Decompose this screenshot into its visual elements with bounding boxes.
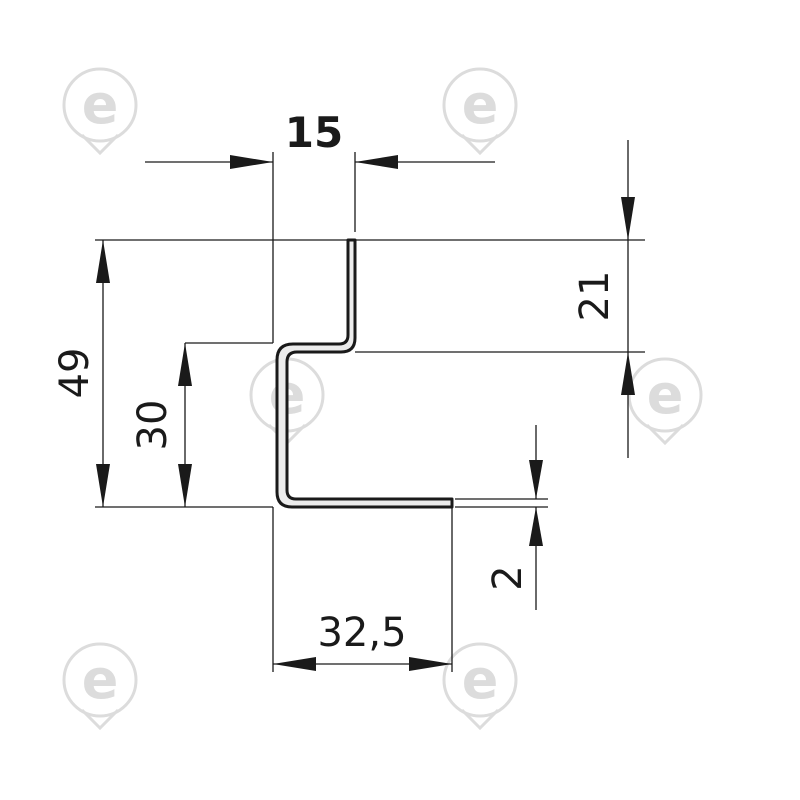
dimension-right-height: 21 (572, 140, 635, 458)
dimension-label-30: 30 (130, 400, 176, 451)
svg-text:e: e (462, 648, 499, 711)
dimension-label-32-5: 32,5 (317, 610, 406, 656)
profile-section (275, 238, 454, 509)
dimension-label-15: 15 (285, 108, 343, 157)
dimension-label-21: 21 (572, 271, 618, 322)
svg-text:e: e (82, 73, 119, 136)
dimension-thickness: 2 (485, 425, 543, 610)
dimension-top-width: 15 (145, 108, 495, 169)
svg-text:e: e (82, 648, 119, 711)
watermark-logo: e (627, 357, 703, 446)
dimension-label-49: 49 (52, 348, 98, 399)
dimension-bottom-width: 32,5 (273, 610, 452, 671)
dimension-label-2: 2 (485, 565, 531, 590)
dimension-total-height: 49 (52, 240, 110, 507)
extension-lines (95, 152, 645, 672)
svg-text:e: e (647, 363, 684, 426)
dimension-inner-height: 30 (130, 343, 192, 507)
svg-text:e: e (462, 73, 499, 136)
watermark-logo: e (442, 67, 518, 156)
watermark-logo: e (442, 642, 518, 731)
watermark-logo: e (62, 642, 138, 731)
watermark-logo: e (62, 67, 138, 156)
